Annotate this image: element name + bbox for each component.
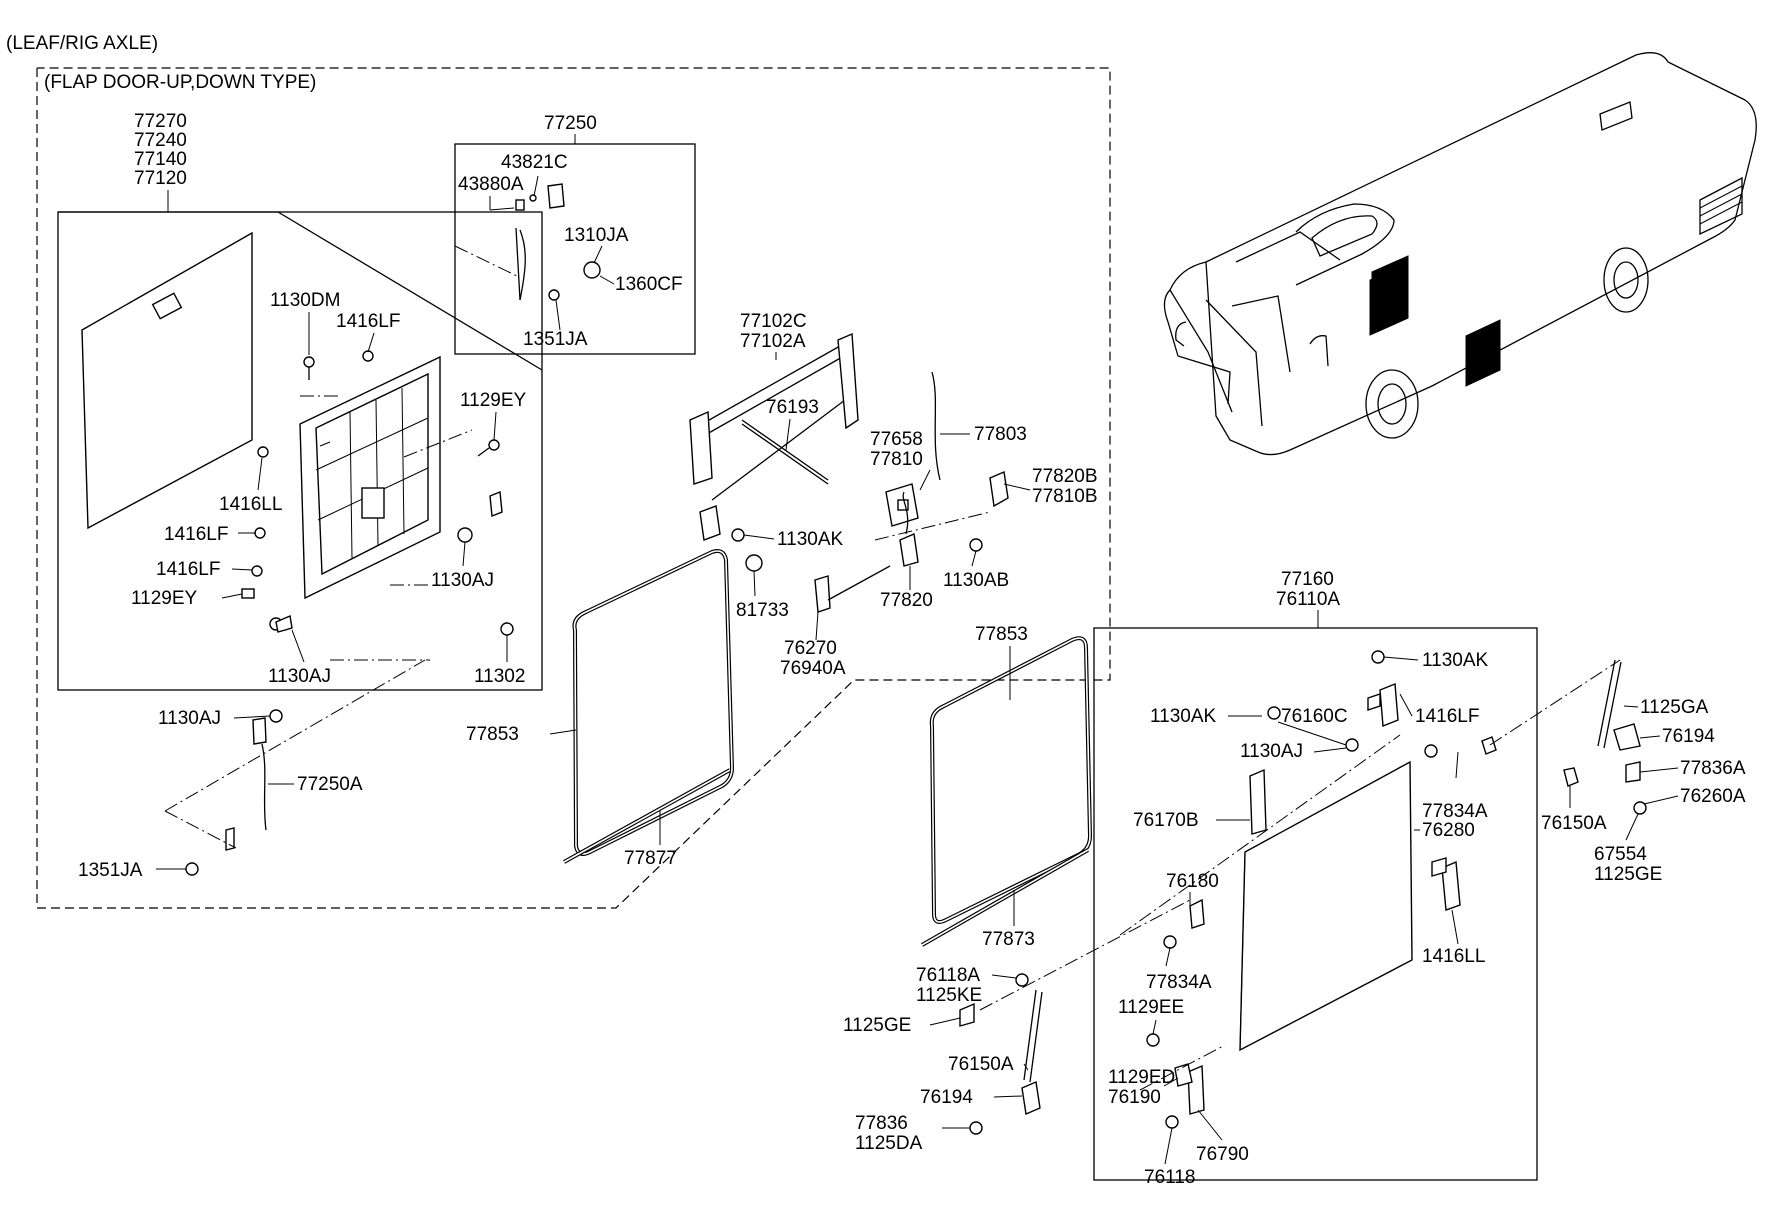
- part-label: 76118: [1144, 1167, 1195, 1188]
- part-label: 76110A: [1276, 589, 1340, 610]
- part-label: 1125GA: [1640, 697, 1709, 718]
- part-number-labels: 77270 77240 77140 77120 77250 43821C 438…: [78, 111, 1746, 1188]
- part-label: 1130AB: [943, 570, 1009, 591]
- part-label: 77140: [134, 149, 187, 170]
- part-label: 76150A: [1541, 813, 1607, 834]
- part-label: 76280: [1422, 820, 1475, 841]
- part-label: 1416LL: [219, 494, 282, 515]
- part-label: 1130AJ: [431, 570, 494, 591]
- door-panel-group-box: [57, 211, 543, 691]
- part-label: 43880A: [458, 174, 524, 195]
- part-label: 77658: [870, 429, 923, 450]
- door-seal-left-illustration: [563, 549, 734, 864]
- part-label: 1129EY: [131, 588, 198, 609]
- part-label: 77102A: [740, 331, 806, 352]
- door-seal-right-illustration: [921, 636, 1092, 947]
- bus-illustration: [1163, 52, 1757, 456]
- part-label: 76940A: [780, 658, 846, 679]
- part-label: 77810B: [1032, 486, 1098, 507]
- part-label: 81733: [736, 600, 789, 621]
- part-label: 77270: [134, 111, 187, 132]
- latch-assembly-illustration: [814, 371, 1009, 613]
- hold-open-frame-illustration: [689, 332, 859, 572]
- part-label: 76190: [1108, 1087, 1161, 1108]
- part-label: 77120: [134, 168, 187, 189]
- part-label: 43821C: [501, 152, 568, 173]
- part-label: 1416LL: [1422, 946, 1485, 967]
- part-label: 67554: [1594, 844, 1647, 865]
- part-label: 1130DM: [270, 290, 340, 311]
- part-label: 77810: [870, 449, 923, 470]
- part-label: 1416LF: [336, 311, 400, 332]
- part-label: 1416LF: [156, 559, 220, 580]
- part-label: 1130AJ: [1240, 741, 1303, 762]
- part-label: 76180: [1166, 871, 1219, 892]
- flap-door-dashed-boundary: [36, 67, 1111, 909]
- swing-door-illustration: [1119, 650, 1497, 1129]
- part-label: 76150A: [948, 1054, 1014, 1075]
- part-label: 76118A: [916, 965, 980, 986]
- flap-door-panel-illustration: [58, 211, 543, 661]
- part-label: 1125GE: [843, 1015, 911, 1036]
- part-label: 76194: [920, 1087, 973, 1108]
- rod-77250a-illustration: [164, 659, 426, 876]
- part-label: 77250: [544, 113, 597, 134]
- heading-leaf-rig-axle: (LEAF/RIG AXLE): [6, 33, 158, 54]
- part-label: 76790: [1196, 1144, 1249, 1165]
- part-label: 1125KE: [916, 985, 982, 1006]
- part-label: 76260A: [1680, 786, 1746, 807]
- part-label: 77250A: [297, 774, 363, 795]
- part-label: 77820B: [1032, 466, 1098, 487]
- part-label: 77836A: [1680, 758, 1746, 779]
- part-label: 76270: [784, 638, 837, 659]
- part-label: 76194: [1662, 726, 1715, 747]
- part-label: 1130AK: [777, 529, 844, 550]
- part-label: 1310JA: [564, 225, 629, 246]
- part-label: 1130AJ: [268, 666, 331, 687]
- part-label: 1129EY: [460, 390, 527, 411]
- part-label: 77853: [466, 724, 519, 745]
- part-label: 1360CF: [615, 274, 683, 295]
- part-label: 77102C: [740, 311, 807, 332]
- gas-strut-illustration: [959, 659, 1647, 1135]
- part-label: 77873: [982, 929, 1035, 950]
- part-label: 77836: [855, 1113, 908, 1134]
- part-label: 76170B: [1133, 810, 1199, 831]
- heading-flap-door-type: (FLAP DOOR-UP,DOWN TYPE): [44, 72, 316, 93]
- part-label: 1125DA: [855, 1133, 923, 1154]
- release-cable-illustration: [454, 183, 601, 301]
- part-label: 1129EE: [1118, 997, 1184, 1018]
- part-label: 77834A: [1422, 801, 1488, 822]
- part-label: 1130AK: [1150, 706, 1217, 727]
- part-label: 77834A: [1146, 972, 1212, 993]
- part-label: 1351JA: [523, 329, 588, 350]
- part-label: 77803: [974, 424, 1027, 445]
- leader-lines: [156, 134, 1679, 1165]
- part-label: 77160: [1281, 569, 1334, 590]
- part-label: 77877: [624, 848, 677, 869]
- part-label: 1416LF: [1415, 706, 1479, 727]
- part-label: 77820: [880, 590, 933, 611]
- part-label: 1129ED: [1108, 1067, 1175, 1088]
- part-label: 77853: [975, 624, 1028, 645]
- part-label: 1416LF: [164, 524, 228, 545]
- part-label: 1130AK: [1422, 650, 1489, 671]
- part-label: 11302: [474, 666, 525, 687]
- part-label: 76160C: [1281, 706, 1348, 727]
- swing-door-group-box: [1093, 627, 1538, 1181]
- part-label: 76193: [766, 397, 819, 418]
- part-label: 1130AJ: [158, 708, 221, 729]
- part-label: 1125GE: [1594, 864, 1662, 885]
- part-label: 1351JA: [78, 860, 143, 881]
- part-label: 77240: [134, 130, 187, 151]
